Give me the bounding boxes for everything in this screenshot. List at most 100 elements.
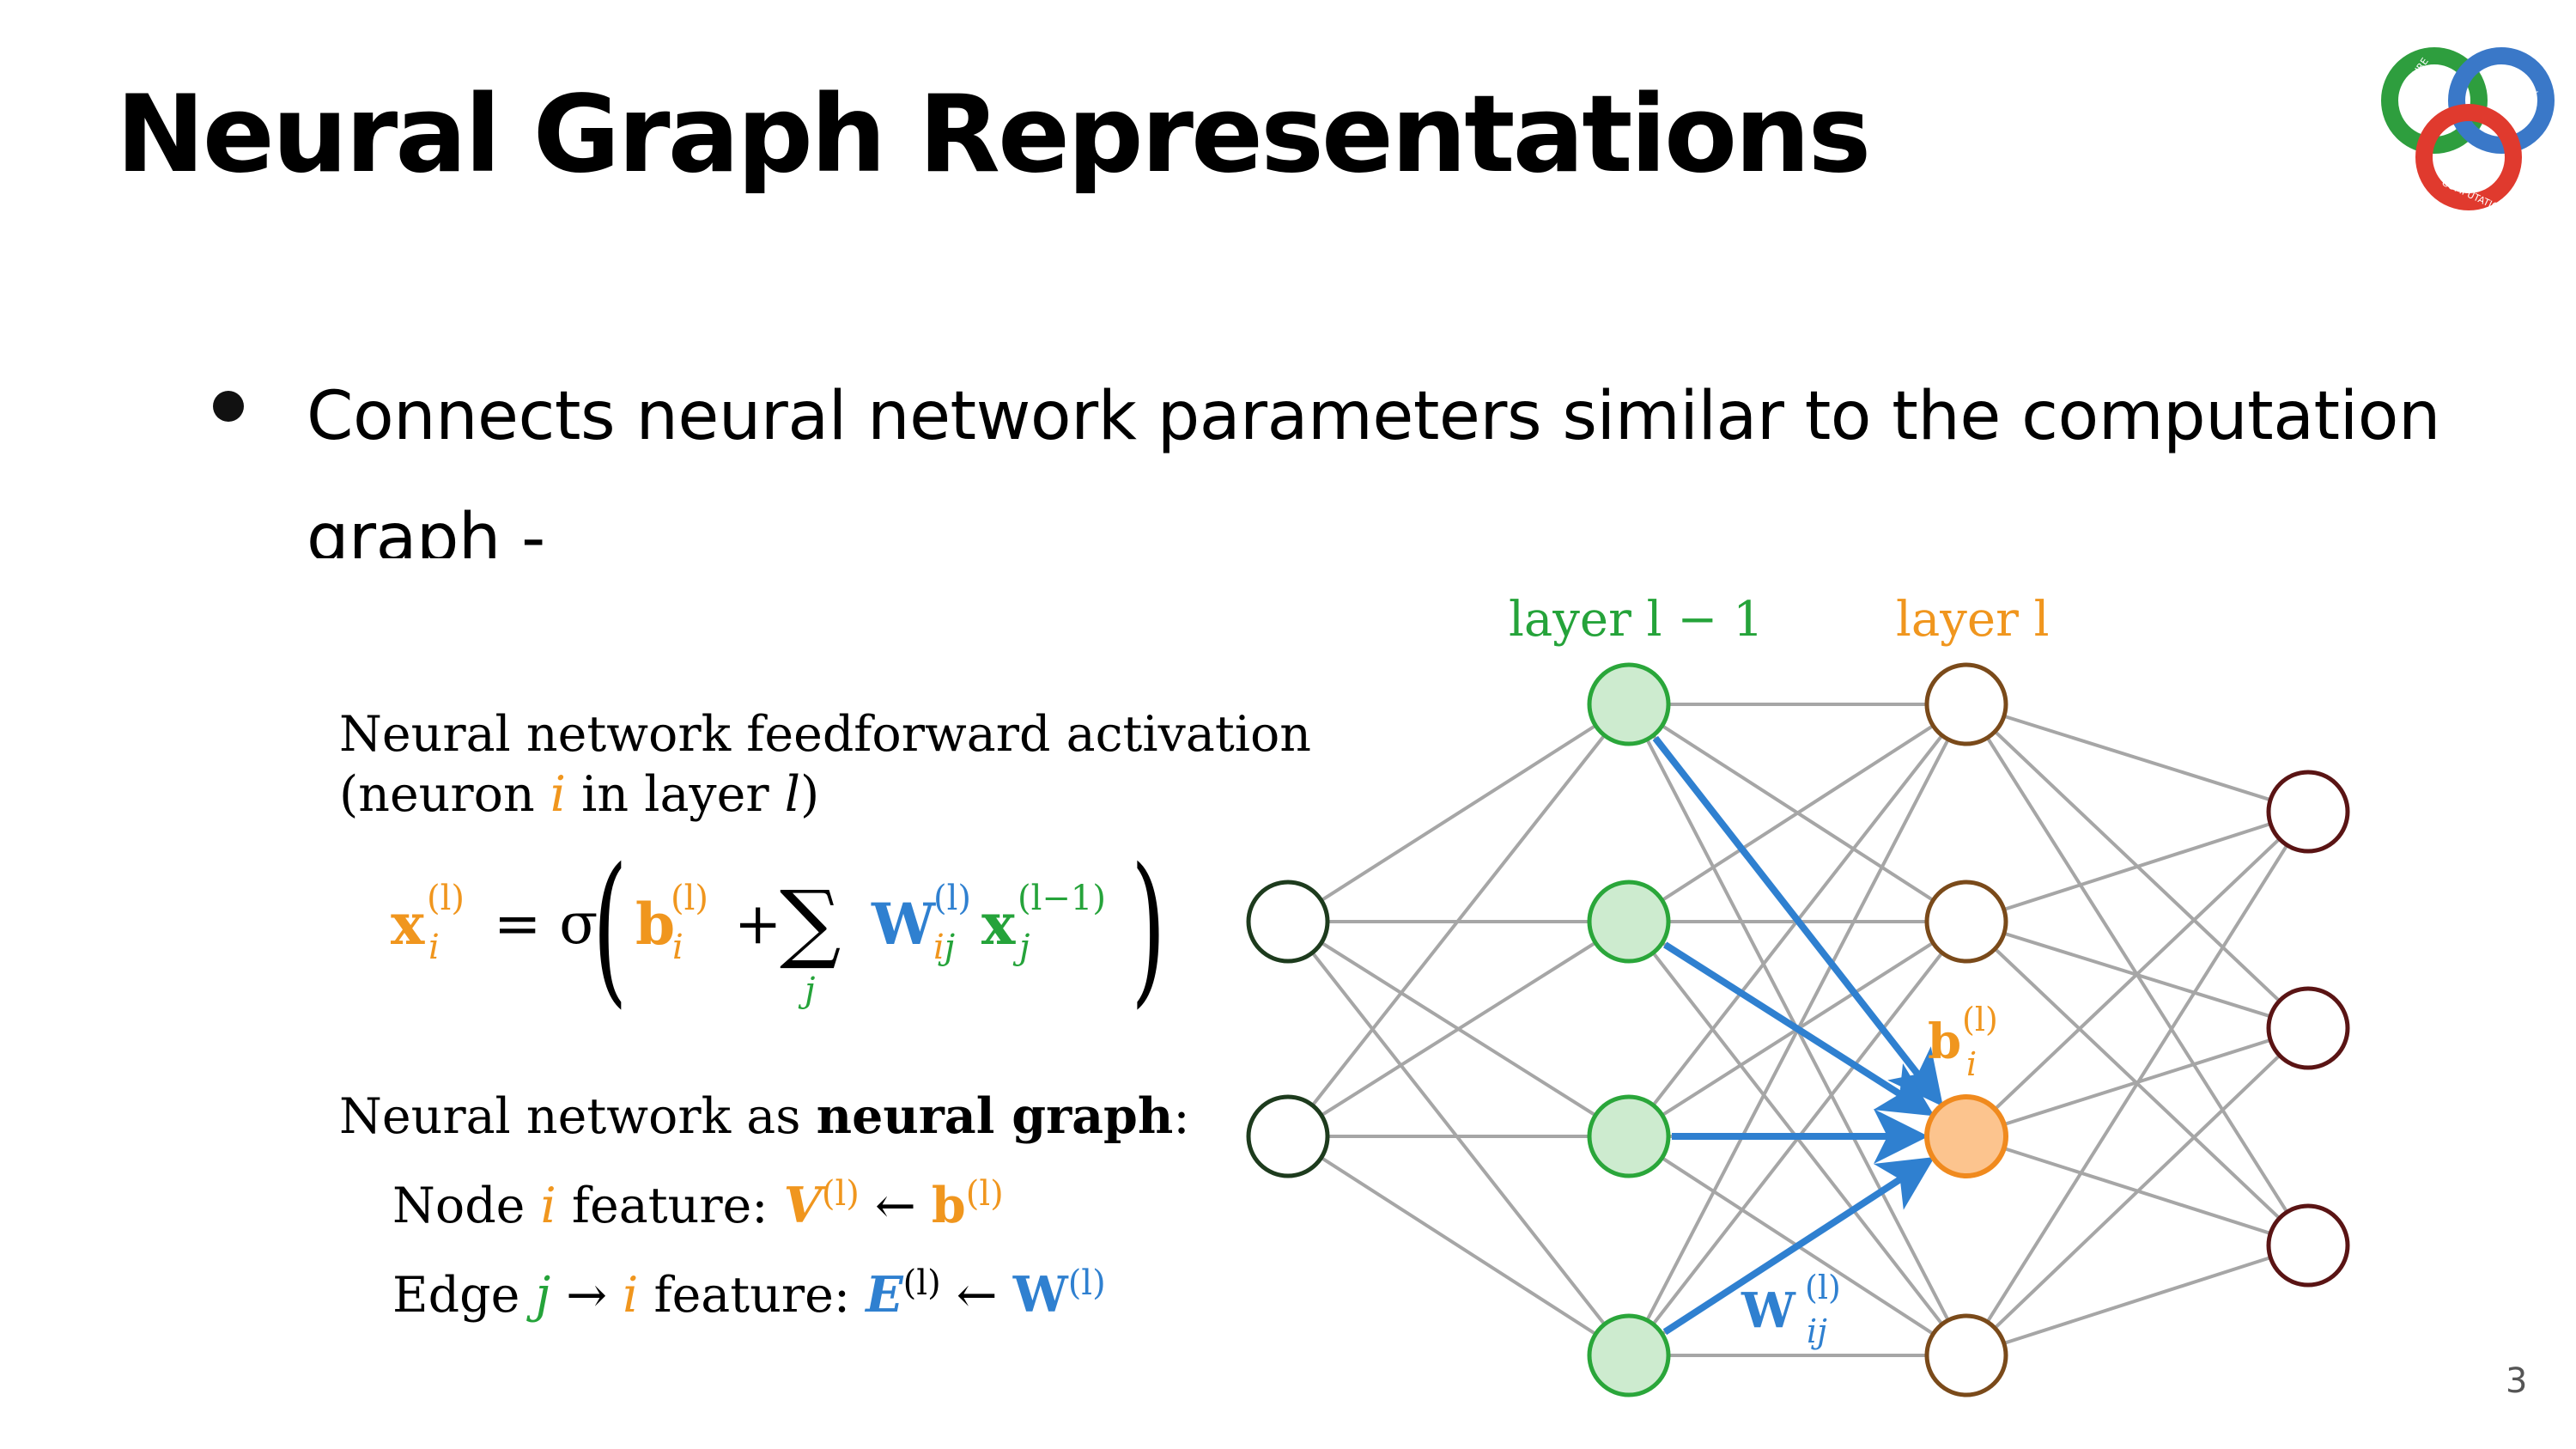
active-neuron-node <box>1924 1094 2008 1178</box>
eq-x-sup: (l) <box>427 879 465 918</box>
caption-layer-symbol: l <box>784 766 800 823</box>
eq-b: b <box>635 891 676 958</box>
output-node <box>2266 1203 2350 1288</box>
logo-blue-ring <box>2448 47 2555 154</box>
label-bias: b <box>1928 1014 1961 1070</box>
eq-sum: ∑ <box>780 872 841 972</box>
weight-edge-highlight <box>1663 941 1935 1117</box>
node-text: Node <box>392 1178 541 1234</box>
graph-heading-bold: neural graph <box>816 1087 1174 1145</box>
eq-plus: + <box>734 891 782 957</box>
caption-neuron-symbol: i <box>550 766 567 823</box>
weight-edge-highlight <box>1652 735 1943 1107</box>
eq-W-sub-j: j <box>944 928 956 967</box>
label-layer-cur: layer l <box>1896 592 2050 648</box>
network-edge <box>1286 703 1631 923</box>
eq-left-paren: ( <box>592 833 628 1023</box>
network-edge <box>1286 703 1631 1138</box>
node-text: feature: <box>556 1178 784 1234</box>
node-i-symbol: i <box>540 1178 556 1234</box>
hidden-node-prev <box>1587 1094 1671 1178</box>
network-edge <box>1965 1244 2309 1357</box>
eq-b-sub: i <box>672 928 683 967</box>
hidden-node-cur <box>1924 880 2008 964</box>
node-V-sup: (l) <box>821 1174 860 1214</box>
edge-E-symbol: E <box>866 1266 903 1324</box>
hidden-node-cur <box>1924 662 2008 746</box>
edge-j-symbol: j <box>535 1267 551 1324</box>
hidden-node-cur <box>1924 1313 2008 1397</box>
graph-heading: Neural network as neural graph: <box>339 1078 1190 1155</box>
node-b-symbol: b <box>931 1177 966 1234</box>
output-node <box>2266 770 2350 854</box>
slide-title: Neural Graph Representations <box>116 73 1871 197</box>
bullet-line-2: graph - <box>307 500 545 558</box>
caption-text: (neuron <box>339 766 550 823</box>
eq-x2-sup: (l−1) <box>1018 879 1106 918</box>
label-weight: W <box>1741 1282 1796 1339</box>
graph-heading-text: : <box>1173 1088 1190 1145</box>
node-arrow: ← <box>859 1178 932 1234</box>
page-number: 3 <box>2506 1361 2528 1401</box>
edge-W-symbol: W <box>1012 1266 1068 1324</box>
caption-line-1: Neural network feedforward activation <box>339 706 1311 763</box>
label-bias-sub: i <box>1966 1045 1977 1083</box>
caption-text: ) <box>799 766 820 823</box>
eq-equals-sigma: = σ <box>494 891 598 957</box>
node-feature-line: Node i feature: V(l) ← b(l) <box>339 1155 1190 1245</box>
highlighted-edge-layer <box>1652 735 1943 1336</box>
label-weight-sub: ij <box>1807 1312 1827 1350</box>
eq-x: x <box>391 891 425 958</box>
nature-society-computation-logo: NATURE SOCIETY COMPUTATION <box>2381 47 2555 216</box>
hidden-node-prev <box>1587 880 1671 964</box>
network-edge <box>1965 810 2310 1357</box>
graph-heading-text: Neural network as <box>339 1088 817 1145</box>
neural-graph-description: Neural network as neural graph: Node i f… <box>339 1078 1190 1334</box>
eq-right-paren: ) <box>1131 833 1166 1023</box>
eq-x-sub: i <box>428 928 440 967</box>
input-node <box>1246 1094 1330 1178</box>
bullet-text: Connects neural network parameters simil… <box>307 352 2505 558</box>
eq-x2-sub: j <box>1019 928 1030 967</box>
network-edge <box>1627 703 1968 923</box>
label-weight-sup: (l) <box>1805 1269 1841 1306</box>
eq-x2: x <box>981 891 1016 958</box>
eq-W-sub: ij <box>933 928 955 967</box>
logo-red-ring <box>2415 104 2522 210</box>
figure-caption: Neural network feedforward activation (n… <box>339 704 1311 825</box>
edge-E-sup: (l) <box>902 1263 941 1303</box>
caption-text: in layer <box>566 766 785 823</box>
edge-W-sup: (l) <box>1067 1263 1106 1303</box>
weight-edge-highlight <box>1662 1156 1935 1336</box>
edge-i-symbol: i <box>623 1267 639 1324</box>
eq-W: W <box>872 891 936 958</box>
eq-W-sup: (l) <box>933 879 972 918</box>
edge-arrow: → <box>550 1267 623 1324</box>
network-edge <box>1286 920 1631 1357</box>
activation-equation: x (l) i = σ ( b (l) i + ∑ j W (l) ij x (… <box>391 833 1181 1035</box>
bullet-dot <box>213 391 244 422</box>
eq-b-sup: (l) <box>671 879 709 918</box>
input-node <box>1246 880 1330 964</box>
edge-assign-arrow: ← <box>940 1267 1013 1324</box>
node-layer <box>1246 662 2350 1397</box>
output-node <box>2266 986 2350 1070</box>
eq-W-sub-i: i <box>933 928 945 967</box>
node-b-sup: (l) <box>965 1174 1004 1214</box>
label-layer-prev: layer l − 1 <box>1509 592 1764 648</box>
edge-text: Edge <box>392 1267 536 1324</box>
network-edge <box>1965 703 2309 813</box>
network-edge <box>1965 810 2310 1138</box>
edge-feature-line: Edge j → i feature: E(l) ← W(l) <box>339 1245 1190 1334</box>
network-edge <box>1965 1026 2310 1357</box>
bullet-line-1: Connects neural network parameters simil… <box>307 378 2440 455</box>
network-edge <box>1286 1135 1631 1357</box>
network-edge <box>1286 920 1631 1138</box>
eq-sum-sub: j <box>805 971 816 1010</box>
network-edge <box>1965 810 2309 923</box>
node-V-symbol: V <box>783 1177 822 1234</box>
edge-text: feature: <box>638 1267 866 1324</box>
label-bias-sup: (l) <box>1962 1001 1998 1038</box>
hidden-node-prev <box>1587 662 1671 746</box>
